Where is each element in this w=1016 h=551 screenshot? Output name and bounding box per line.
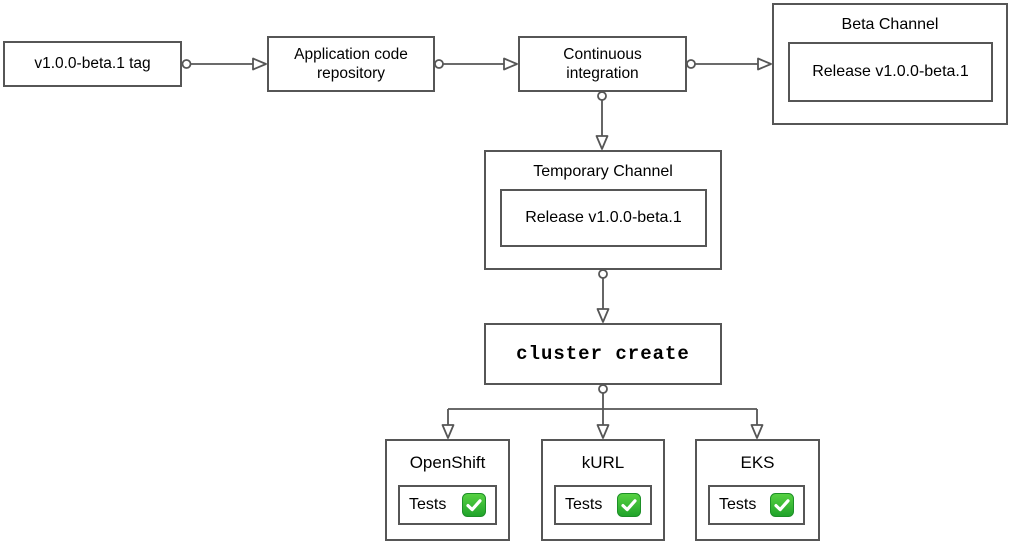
connector-ci-to-beta (686, 57, 772, 71)
node-beta-channel: Beta Channel Release v1.0.0-beta.1 (772, 3, 1008, 125)
node-app-repo: Application code repository (267, 36, 435, 92)
node-version-tag-label: v1.0.0-beta.1 tag (34, 55, 151, 73)
temporary-channel-title: Temporary Channel (533, 163, 673, 180)
beta-channel-release-label: Release v1.0.0-beta.1 (812, 63, 969, 80)
tests-label: Tests (409, 496, 447, 513)
connector-ci-to-temp (595, 91, 609, 150)
check-mark-icon (462, 493, 486, 517)
connector-repo-to-ci (434, 57, 518, 71)
cluster-create-label: cluster create (516, 343, 690, 365)
connector-tag-to-repo (181, 57, 267, 71)
platform-kurl-tests-box: Tests (554, 485, 652, 525)
node-version-tag: v1.0.0-beta.1 tag (3, 41, 182, 87)
node-continuous-integration-label: Continuous integration (563, 45, 642, 82)
temporary-channel-release-box: Release v1.0.0-beta.1 (500, 189, 707, 247)
node-platform-openshift: OpenShift Tests (385, 439, 510, 541)
beta-channel-release-box: Release v1.0.0-beta.1 (788, 42, 993, 102)
platform-kurl-title: kURL (581, 453, 625, 472)
connector-cluster-to-platforms (441, 384, 764, 439)
node-continuous-integration: Continuous integration (518, 36, 687, 92)
tests-label: Tests (719, 496, 757, 513)
connector-temp-to-cluster (596, 269, 610, 323)
node-cluster-create: cluster create (484, 323, 722, 385)
node-platform-eks: EKS Tests (695, 439, 820, 541)
check-mark-icon (617, 493, 641, 517)
tests-label: Tests (565, 496, 603, 513)
platform-openshift-tests-box: Tests (398, 485, 497, 525)
platform-eks-tests-box: Tests (708, 485, 805, 525)
node-platform-kurl: kURL Tests (541, 439, 665, 541)
temporary-channel-release-label: Release v1.0.0-beta.1 (525, 209, 682, 226)
beta-channel-title: Beta Channel (841, 16, 939, 33)
check-mark-icon (770, 493, 794, 517)
node-app-repo-label: Application code repository (294, 45, 408, 82)
platform-openshift-title: OpenShift (409, 453, 486, 472)
platform-eks-title: EKS (740, 453, 775, 472)
node-temporary-channel: Temporary Channel Release v1.0.0-beta.1 (484, 150, 722, 270)
